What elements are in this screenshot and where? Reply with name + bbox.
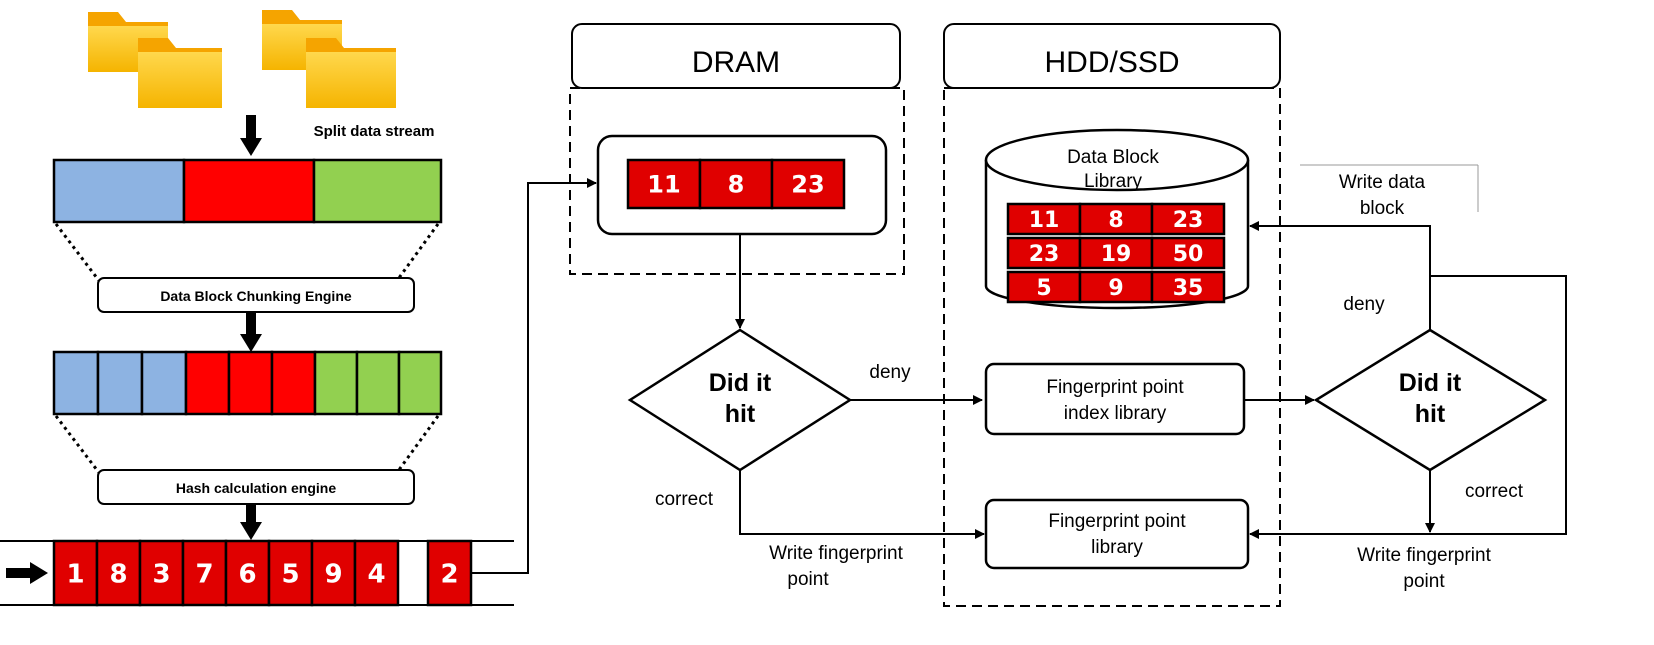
stream-cell: 4 (353, 539, 400, 607)
storage-title: HDD/SSD (1044, 46, 1179, 79)
fp-index-line1: Fingerprint point (1046, 377, 1184, 398)
folder-icon-group-1 (88, 12, 222, 108)
dram-cell: 23 (770, 158, 846, 210)
storage-region (943, 87, 1281, 607)
library-cell: 19 (1078, 236, 1154, 270)
write-fp1-line1: Write fingerprint (769, 543, 903, 564)
cell-value: 35 (1173, 276, 1204, 301)
deny-label-1: deny (869, 362, 911, 383)
folder-icon (138, 38, 222, 108)
stream-cell: 7 (181, 539, 228, 607)
dram-region (569, 87, 905, 275)
dram-title: DRAM (692, 46, 780, 79)
library-cell: 11 (1006, 202, 1082, 236)
decision-2-line1: Did it (1399, 369, 1462, 397)
data-block-library: Data Block Library 11 8 23 23 19 50 5 9 35 (984, 128, 1250, 310)
library-label-line2: Library (1084, 171, 1143, 192)
hash-engine-label: Hash calculation engine (176, 480, 336, 496)
dram-cache: 11 8 23 (626, 158, 846, 210)
library-label-line1: Data Block (1067, 147, 1159, 168)
decision-2-line2: hit (1415, 400, 1446, 428)
dram-header: DRAM (571, 23, 901, 89)
chunked-bar (52, 350, 443, 416)
write-block-line1: Write data (1339, 172, 1426, 193)
decision-2: Did it hit (1313, 328, 1548, 472)
cell-value: 19 (1101, 242, 1132, 267)
stream-cell: 2 (426, 539, 473, 607)
write-fp1-line2: point (787, 569, 829, 590)
cell-value: 23 (791, 171, 824, 199)
cell-value: 8 (109, 559, 127, 589)
cell-value: 11 (1029, 208, 1060, 233)
library-cell: 23 (1006, 236, 1082, 270)
deny-label-2: deny (1343, 294, 1385, 315)
write-block-line2: block (1360, 198, 1405, 219)
cell-value: 5 (1036, 276, 1051, 301)
stream-cell: 8 (95, 539, 142, 607)
decision-1: Did it hit (627, 328, 853, 472)
library-cell: 35 (1150, 270, 1226, 304)
write-fp2-line2: point (1403, 571, 1445, 592)
library-cell: 50 (1150, 236, 1226, 270)
cell-value: 7 (195, 559, 213, 589)
cell-value: 23 (1173, 208, 1204, 233)
down-arrow-icon (240, 504, 262, 540)
chunking-engine-box: Data Block Chunking Engine (97, 277, 415, 313)
library-cell: 8 (1078, 202, 1154, 236)
cell-value: 6 (238, 559, 256, 589)
storage-header: HDD/SSD (943, 23, 1281, 89)
cell-value: 9 (1108, 276, 1123, 301)
correct-label-2: correct (1465, 481, 1524, 502)
stream-cell: 9 (310, 539, 357, 607)
folder-icon (306, 38, 396, 108)
hash-engine-box: Hash calculation engine (97, 469, 415, 505)
data-stream-bar (52, 158, 443, 224)
folder-icon-group-2 (262, 10, 396, 108)
cell-value: 5 (281, 559, 299, 589)
cell-value: 2 (440, 559, 458, 589)
cell-value: 4 (367, 559, 385, 589)
stream-cell: 1 (52, 539, 99, 607)
down-arrow-icon (240, 115, 262, 156)
stream-cell: 3 (138, 539, 185, 607)
dram-cell: 11 (626, 158, 702, 210)
cell-value: 8 (728, 171, 745, 199)
down-arrow-icon (240, 312, 262, 352)
cell-value: 50 (1173, 242, 1204, 267)
cell-value: 8 (1108, 208, 1123, 233)
stream-cell: 5 (267, 539, 314, 607)
split-data-stream-label: Split data stream (314, 123, 435, 140)
library-cell: 5 (1006, 270, 1082, 304)
stream-arrow-icon (6, 562, 48, 584)
library-cell: 23 (1150, 202, 1226, 236)
fp-index-box: Fingerprint point index library (984, 362, 1246, 436)
cell-value: 3 (152, 559, 170, 589)
fp-library-line1: Fingerprint point (1048, 511, 1186, 532)
fp-index-line2: index library (1064, 403, 1167, 424)
cell-value: 23 (1029, 242, 1060, 267)
fp-library-box: Fingerprint point library (984, 498, 1250, 570)
library-rows: 11 8 23 23 19 50 5 9 35 (1006, 202, 1226, 304)
decision-1-line1: Did it (709, 369, 772, 397)
chunking-engine-label: Data Block Chunking Engine (160, 288, 352, 304)
correct-label-1: correct (655, 489, 714, 510)
write-fp2-line1: Write fingerprint (1357, 545, 1491, 566)
cell-value: 9 (324, 559, 342, 589)
dram-cell: 8 (698, 158, 774, 210)
cell-value: 11 (647, 171, 680, 199)
fp-library-line2: library (1091, 537, 1143, 558)
library-cell: 9 (1078, 270, 1154, 304)
cell-value: 1 (66, 559, 84, 589)
decision-1-line2: hit (725, 400, 756, 428)
stream-cell: 6 (224, 539, 271, 607)
